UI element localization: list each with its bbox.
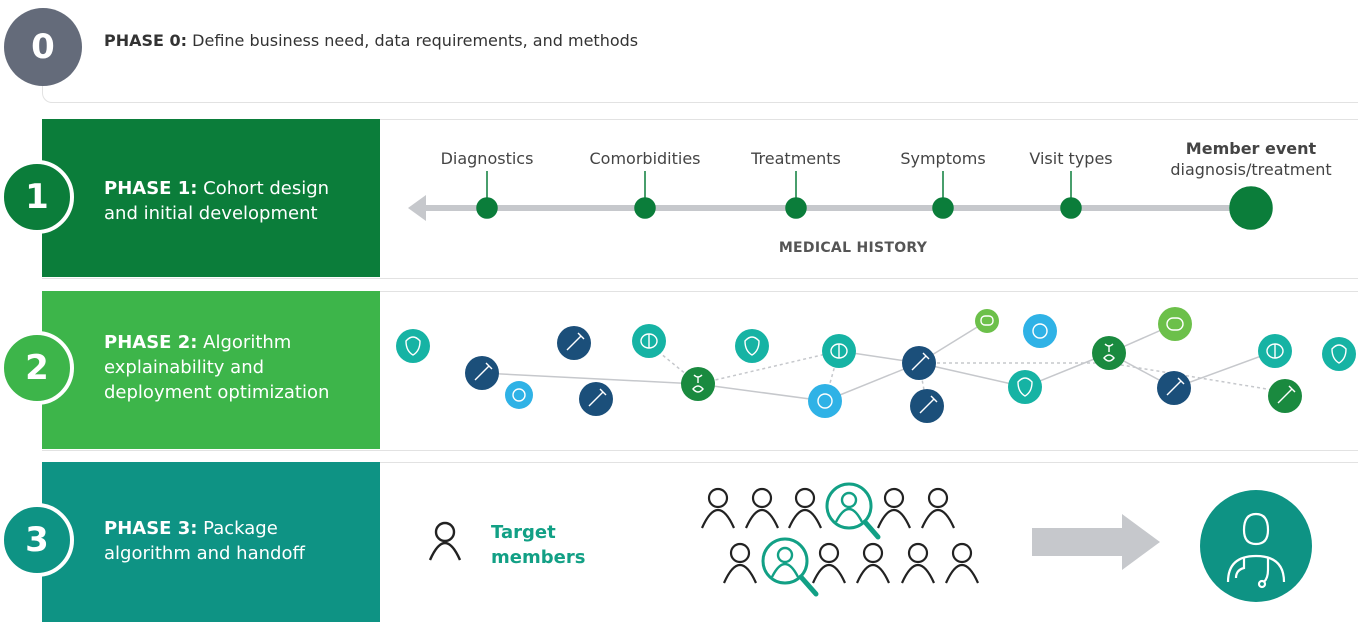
- doctor-icon: [1200, 490, 1312, 602]
- phase-3-band: [42, 462, 1358, 623]
- virus-icon: [505, 381, 533, 409]
- phase-1-label-block: [42, 119, 380, 277]
- phase-1-band: [42, 119, 1358, 279]
- person-icon: [811, 542, 847, 584]
- phase-0-description: PHASE 0: Define business need, data requ…: [104, 31, 638, 50]
- phase-2-text-line2: explainability and: [104, 357, 265, 378]
- phase-3-text-line1: Package: [203, 518, 278, 539]
- target-members-line2: members: [491, 547, 586, 568]
- member-event-dot: [1229, 186, 1273, 230]
- target-members-label: Target members: [491, 520, 585, 570]
- medical-history-timeline: [408, 171, 1273, 230]
- explainability-network: [396, 307, 1356, 423]
- person-icon: [920, 487, 956, 529]
- phase-2-number: 2: [25, 348, 49, 388]
- phase-2-label-block: [42, 291, 380, 449]
- handoff-arrow-icon: [1032, 514, 1160, 570]
- pill-icon: [1158, 307, 1192, 341]
- timeline-label-diagnostics: Diagnostics: [440, 149, 534, 168]
- person-icon: [876, 487, 912, 529]
- timeline-arrow-head: [408, 195, 426, 221]
- visit-types-dot: [1060, 197, 1082, 219]
- comorbidities-dot: [634, 197, 656, 219]
- pill-icon: [975, 309, 999, 333]
- phase-2-text-line3: deployment optimization: [104, 382, 330, 403]
- phase-2-band: [42, 291, 1358, 451]
- phase-3-number: 3: [25, 520, 49, 560]
- virus-icon: [808, 384, 842, 418]
- heart-icon: [1008, 370, 1042, 404]
- member-crowd: [700, 482, 980, 597]
- timeline-label-member-event: Member event diagnosis/treatment: [1170, 138, 1331, 180]
- person-icon: [428, 521, 462, 561]
- treatments-dot: [785, 197, 807, 219]
- person-icon: [744, 487, 780, 529]
- person-icon: [787, 487, 823, 529]
- phase-3-description: PHASE 3: Package algorithm and handoff: [104, 516, 305, 566]
- network-nodes: [396, 307, 1356, 423]
- virus-icon: [1023, 314, 1057, 348]
- person-icon: [900, 542, 936, 584]
- target-members-line1: Target: [491, 522, 556, 543]
- phase-3-text-line2: algorithm and handoff: [104, 543, 305, 564]
- member-event-subtitle: diagnosis/treatment: [1170, 160, 1332, 179]
- timeline-label-comorbidities: Comorbidities: [589, 149, 701, 168]
- symptoms-dot: [932, 197, 954, 219]
- timeline-label-visit-types: Visit types: [1029, 149, 1113, 168]
- timeline-label-treatments: Treatments: [751, 149, 841, 168]
- phase-3-label-block: [42, 462, 380, 622]
- magnifier-icon: [761, 537, 819, 597]
- phase-2-badge: 2: [0, 331, 74, 405]
- timeline-label-symptoms: Symptoms: [900, 149, 986, 168]
- phase-1-badge: 1: [0, 160, 74, 234]
- phase-2-title: PHASE 2:: [104, 332, 198, 353]
- organ-icon: [681, 367, 715, 401]
- phase-1-title: PHASE 1:: [104, 178, 198, 199]
- organ-icon: [1092, 336, 1126, 370]
- phase-0-number: 0: [31, 27, 55, 67]
- magnifier-icon: [825, 482, 881, 540]
- person-icon: [855, 542, 891, 584]
- phase-1-description: PHASE 1: Cohort design and initial devel…: [104, 176, 329, 226]
- person-icon: [944, 542, 980, 584]
- phase-0-text: Define business need, data requirements,…: [192, 31, 639, 50]
- phase-3-title: PHASE 3:: [104, 518, 198, 539]
- heart-icon: [1322, 337, 1356, 371]
- heart-icon: [735, 329, 769, 363]
- phase-2-text-line1: Algorithm: [203, 332, 292, 353]
- crowd-people: [700, 487, 980, 584]
- phase-1-number: 1: [25, 177, 49, 217]
- diagnostics-dot: [476, 197, 498, 219]
- phase-0-title: PHASE 0:: [104, 31, 188, 50]
- network-glyphs: [405, 315, 1347, 414]
- member-event-title: Member event: [1185, 139, 1317, 158]
- person-icon: [700, 487, 736, 529]
- phase-3-badge: 3: [0, 503, 74, 577]
- medical-history-label: MEDICAL HISTORY: [778, 240, 928, 256]
- phase-0-badge: 0: [4, 8, 82, 86]
- heart-icon: [396, 329, 430, 363]
- phase-2-description: PHASE 2: Algorithm explainability and de…: [104, 330, 329, 405]
- phase-1-text-line2: and initial development: [104, 203, 318, 224]
- phase-1-text-line1: Cohort design: [203, 178, 330, 199]
- person-icon: [722, 542, 758, 584]
